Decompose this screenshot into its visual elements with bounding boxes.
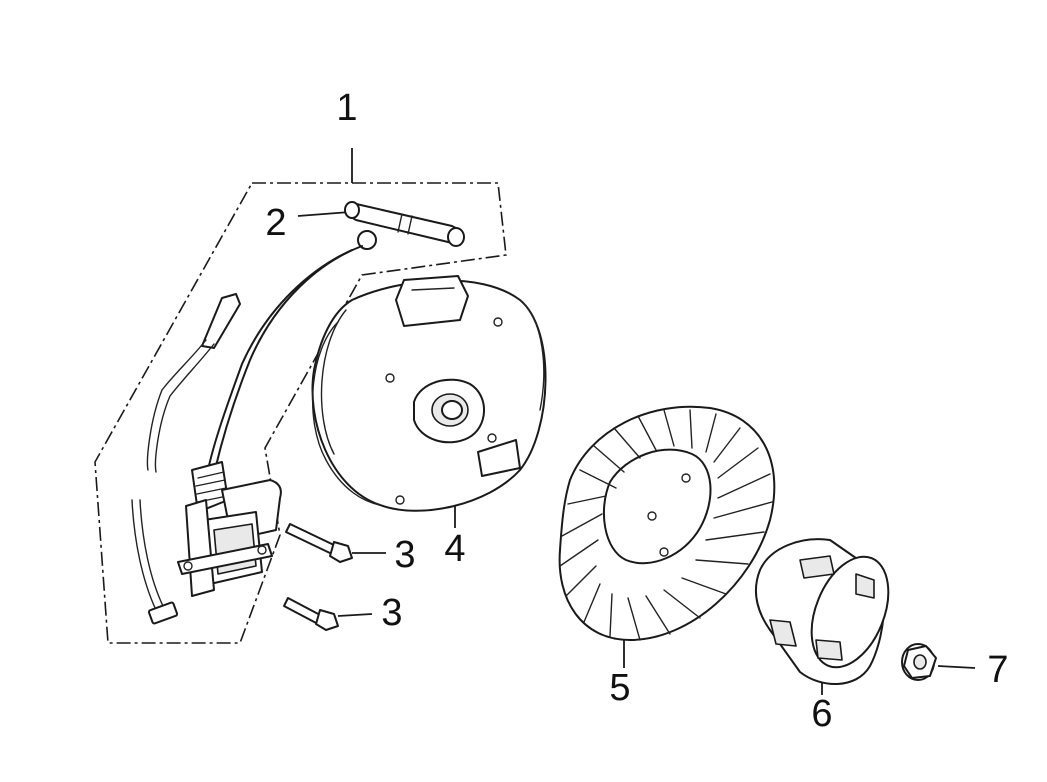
- starter-cup: [754, 538, 890, 685]
- bolt-lower: [283, 597, 339, 631]
- bolt-upper: [285, 523, 353, 563]
- callout-label-7: 7: [987, 649, 1009, 691]
- callout-label-1: 1: [336, 87, 358, 129]
- leader-line-2: [297, 211, 351, 217]
- stator-cover: [311, 275, 547, 512]
- spark-plug-cap: [344, 201, 465, 250]
- ground-wire: [131, 293, 241, 625]
- flange-nut: [901, 643, 937, 681]
- leader-line-3b: [337, 613, 373, 617]
- flywheel-fan: [558, 405, 776, 641]
- callout-label-5: 5: [609, 667, 631, 709]
- leader-line-7: [937, 665, 976, 669]
- high-tension-cable: [207, 245, 363, 471]
- callout-label-6: 6: [811, 693, 833, 735]
- callout-label-3a: 3: [394, 534, 416, 576]
- ignition-coil: [177, 461, 282, 597]
- callout-label-2: 2: [265, 202, 287, 244]
- callout-label-4: 4: [444, 528, 466, 570]
- callout-label-3b: 3: [381, 592, 403, 634]
